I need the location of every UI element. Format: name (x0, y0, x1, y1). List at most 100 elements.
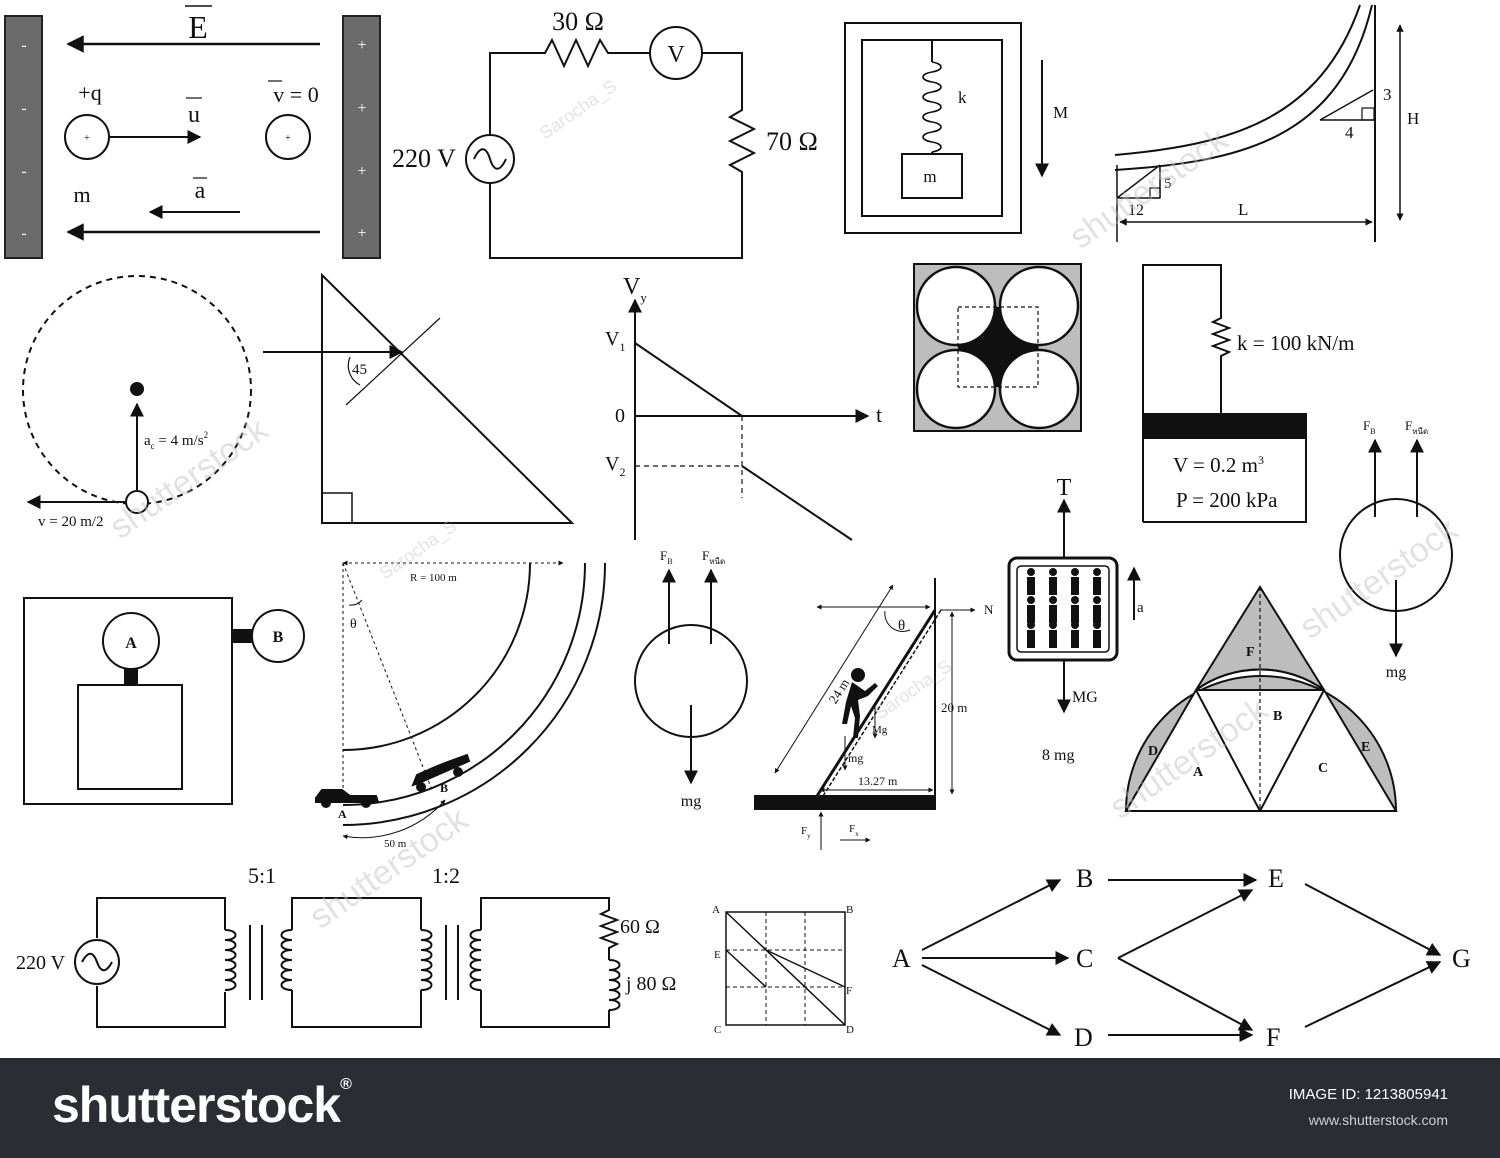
prism-ray-diagram (263, 272, 575, 524)
stock-footer-bar: shutterstock® IMAGE ID: 1213805941 www.s… (0, 1058, 1500, 1158)
free-body-diagram-right (1339, 438, 1453, 658)
piston-spring-diagram (1142, 264, 1307, 523)
network-graph (921, 873, 1442, 1042)
vy-axis-label: Vy (623, 274, 647, 305)
angle-45-label: 45 (352, 362, 367, 378)
tension-label: T (1057, 475, 1072, 501)
positive-plate (342, 15, 381, 259)
node-g-label: G (1452, 944, 1471, 973)
watermark-text: shutterstock (1063, 120, 1236, 257)
velocity-u-label: u (188, 102, 200, 128)
velocity-time-graph (628, 298, 870, 541)
curved-road-diagram (315, 560, 606, 840)
ladder-wall-diagram (754, 578, 976, 850)
registered-mark: ® (340, 1076, 352, 1093)
theta-label: θ (350, 617, 357, 632)
car-a-label: A (338, 807, 347, 821)
four-circles-square (913, 263, 1082, 432)
plus-sign: + (357, 37, 366, 54)
electric-field-diagram: - - - - + + + + E +q + u v = 0 + m a (4, 5, 381, 259)
v1-label: V1 (605, 328, 625, 354)
buoyant-force-label: FB (660, 548, 673, 566)
site-url: www.shutterstock.com (1308, 1112, 1448, 1128)
centripetal-accel-label: ac = 4 m/s2 (144, 430, 208, 451)
curved-track-diagram (1114, 4, 1404, 242)
viscous-force-label: Fหนืด (1405, 418, 1428, 436)
brand-logo-text: shutterstock (52, 1077, 341, 1133)
point-f-label: F (846, 985, 852, 997)
transformer-circuit (74, 897, 621, 1028)
point-e-label: E (714, 949, 721, 961)
physics-diagram-canvas: - - - - + + + + E +q + u v = 0 + m a 30 … (4, 4, 1471, 1052)
arc-length-label: 50 m (384, 838, 407, 850)
semicircle-lunes-diagram (1124, 585, 1398, 812)
region-d-label: D (1148, 744, 1158, 759)
elevator-spring-mass (844, 22, 1049, 234)
slope-small-run-label: 12 (1128, 202, 1144, 219)
height-label: H (1407, 109, 1419, 128)
voltmeter-label: V (667, 42, 685, 68)
corner-a-label: A (712, 904, 720, 916)
region-c-label: C (1318, 761, 1328, 776)
circular-motion-diagram (22, 275, 252, 514)
lift-weight-label: MG (1072, 689, 1098, 706)
meter-b-label: B (273, 629, 284, 646)
resistor-30-label: 30 Ω (552, 7, 604, 36)
passenger-weight-label: 8 mg (1042, 747, 1074, 764)
base-length-label: 13.27 m (858, 774, 898, 788)
corner-c-label: C (714, 1024, 721, 1036)
slope-run-label: 4 (1345, 123, 1354, 142)
acceleration-label: a (1137, 600, 1144, 616)
minus-sign: - (21, 163, 26, 180)
length-label: L (1238, 200, 1248, 219)
region-b-label: B (1273, 709, 1282, 724)
corner-d-label: D (846, 1024, 854, 1036)
weight-label: mg (1386, 664, 1406, 681)
minus-sign: - (21, 37, 26, 54)
node-e-label: E (1268, 864, 1284, 893)
image-id-label: IMAGE ID: 1213805941 (1288, 1086, 1448, 1103)
charge-final (265, 114, 311, 160)
plus-sign: + (357, 100, 366, 117)
source-220v-label: 220 V (16, 952, 66, 974)
grid-diagonals (765, 949, 846, 988)
weight-label: mg (681, 793, 701, 810)
svg-text:+: + (285, 133, 291, 144)
meters-box-diagram (23, 597, 305, 805)
source-220v-label: 220 V (392, 144, 456, 173)
slope-small-rise-label: 5 (1164, 176, 1172, 192)
origin-label: 0 (615, 405, 625, 427)
resistor-60-label: 60 Ω (620, 916, 660, 938)
slope-rise-label: 3 (1383, 85, 1392, 104)
brand-logo: shutterstock® (52, 1076, 352, 1134)
viscous-force-label: Fหนืด (702, 548, 725, 566)
watermark-author: Sarocha_S (536, 76, 621, 144)
minus-sign: - (21, 225, 26, 242)
velocity-zero-label: v = 0 (273, 82, 318, 107)
time-axis-label: t (876, 402, 882, 427)
man-weight-label: Mg (872, 724, 888, 736)
reactance-80-label: j 80 Ω (625, 973, 676, 995)
meter-a-label: A (125, 635, 137, 652)
buoyant-force-label: FB (1363, 418, 1376, 436)
field-label: E (188, 9, 208, 45)
spring-constant-label: k (958, 88, 967, 107)
node-c-label: C (1076, 944, 1093, 973)
watermark-text: shutterstock (1293, 510, 1466, 647)
plus-sign: + (357, 163, 366, 180)
mass-label: m (73, 182, 90, 207)
volume-label: V = 0.2 m3 (1173, 453, 1264, 477)
speed-label: v = 20 m/2 (38, 514, 104, 530)
node-d-label: D (1074, 1023, 1093, 1052)
charge-label: +q (78, 80, 101, 105)
series-circuit-diagram (465, 26, 757, 259)
node-a-label: A (892, 944, 911, 973)
svg-text:+: + (84, 133, 90, 144)
grid-square-diagram (725, 911, 846, 1026)
turns-ratio-1-label: 5:1 (248, 863, 276, 888)
elevator-mass-label: M (1053, 103, 1068, 122)
node-b-label: B (1076, 864, 1093, 893)
radius-label: R = 100 m (410, 572, 457, 584)
turns-ratio-2-label: 1:2 (432, 863, 460, 888)
lift-passengers-diagram (1007, 498, 1141, 714)
